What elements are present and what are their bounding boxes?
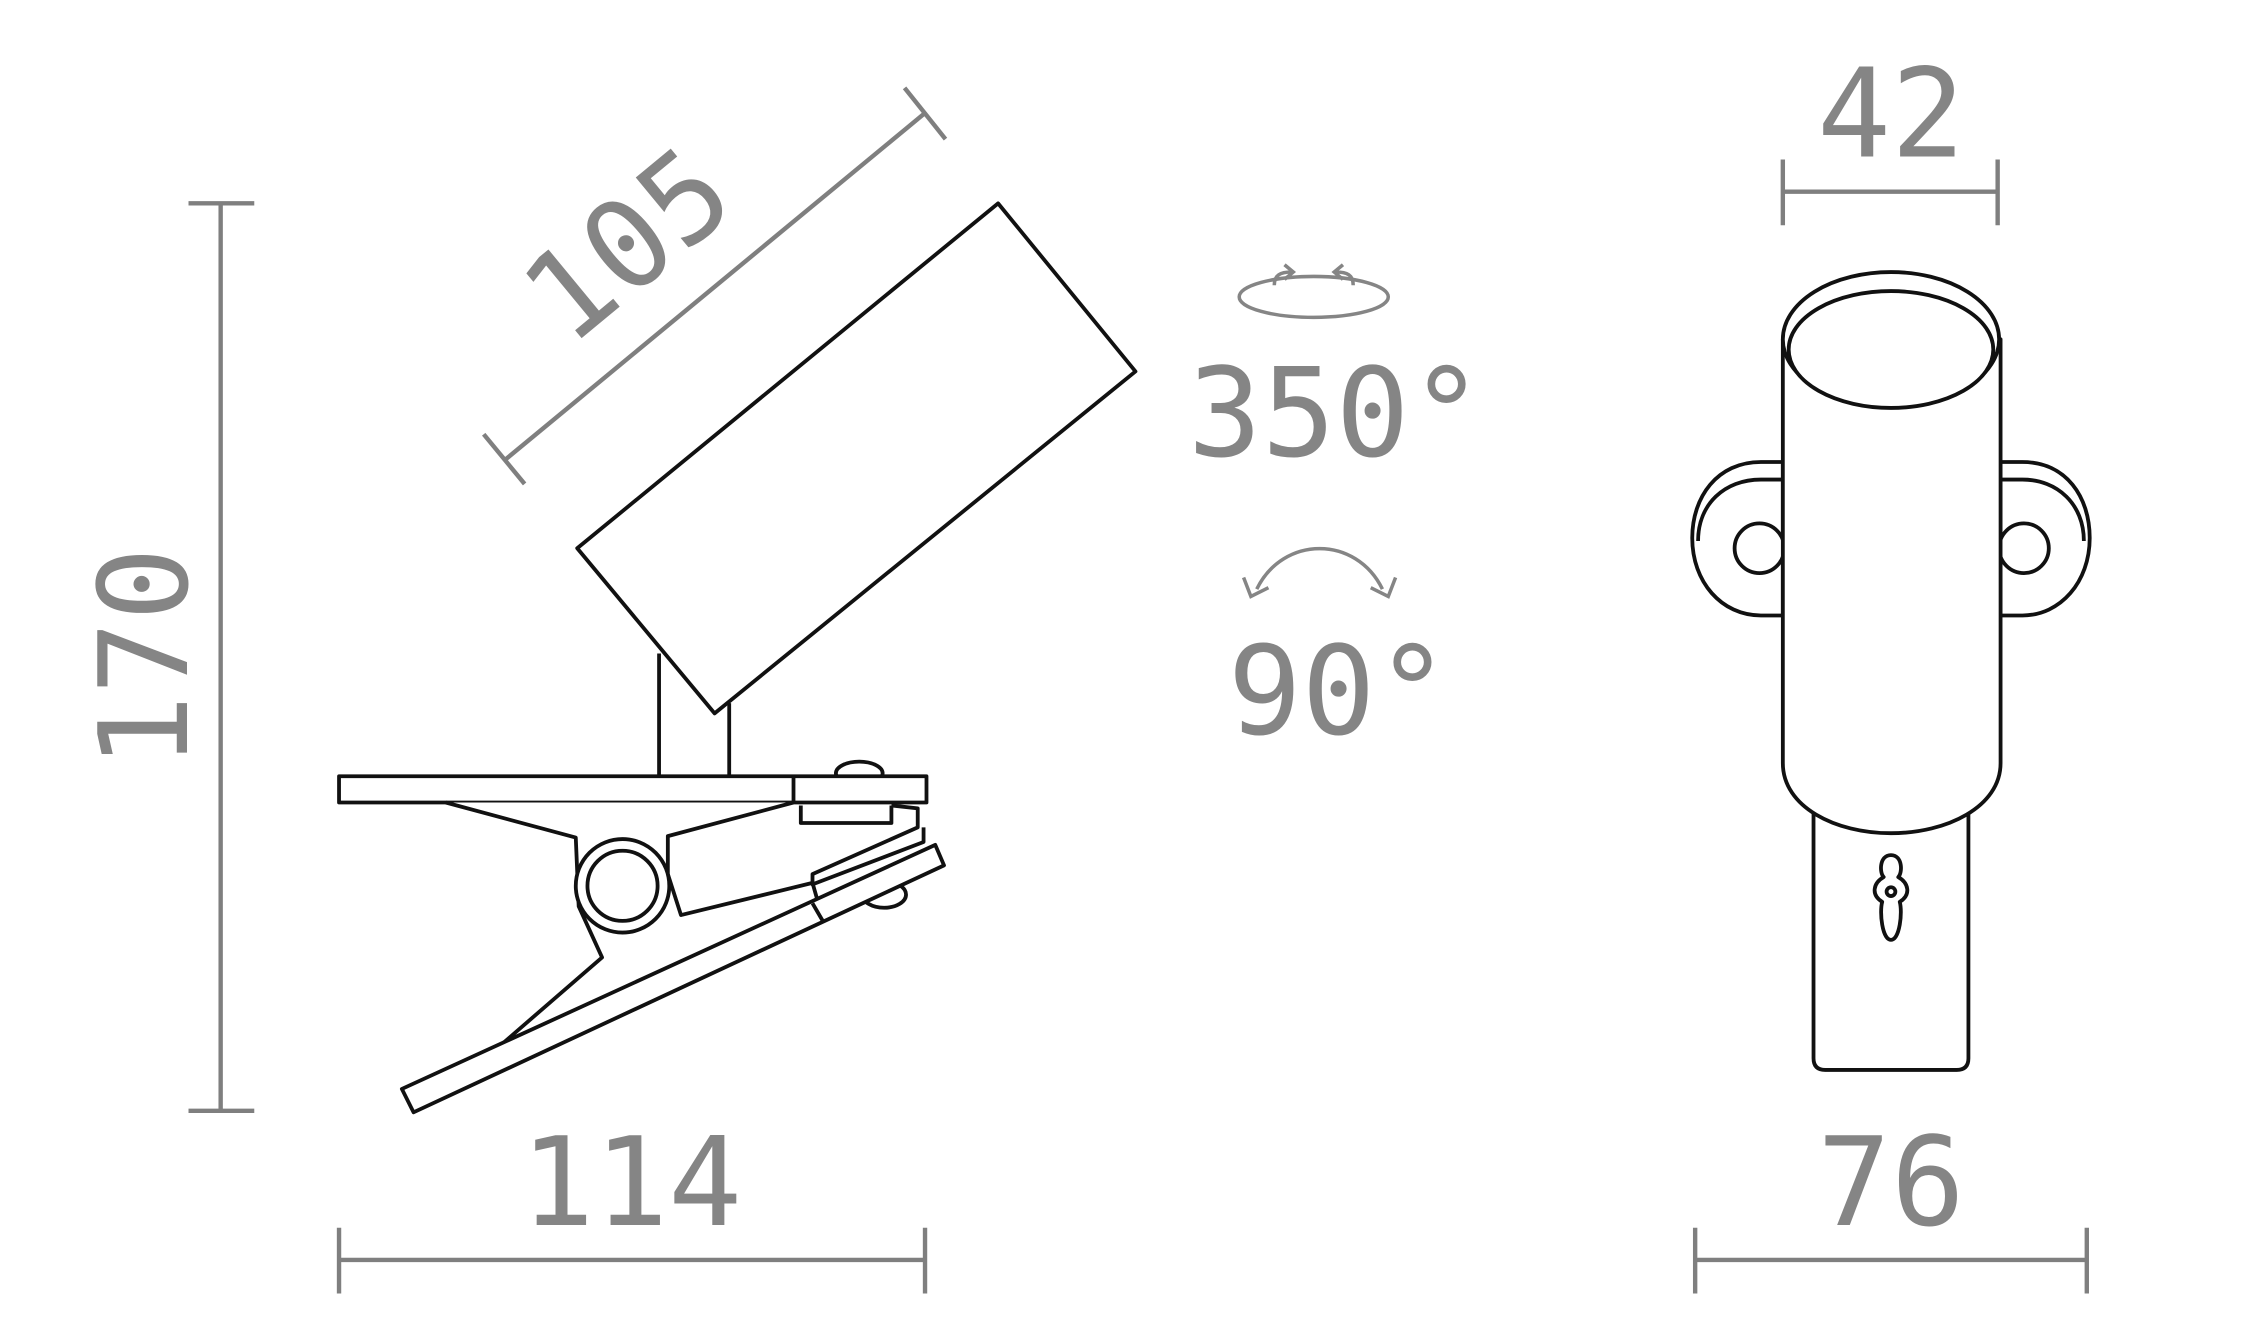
lamp-front-view	[1690, 270, 2092, 1072]
side-width-label: 114	[520, 1111, 742, 1254]
height-dimension: 170	[73, 201, 255, 1114]
width-dimension-front: 76	[1692, 1111, 2089, 1294]
tilt-rotation: 90°	[1228, 546, 1450, 763]
head-diameter-label: 42	[1817, 43, 1965, 186]
head-diameter-dimension: 42	[1780, 43, 2000, 226]
rotate-horizontal-icon	[1237, 263, 1391, 320]
tilt-rotation-label: 90°	[1228, 620, 1450, 763]
tilt-arc-icon	[1241, 546, 1398, 599]
horizontal-rotation-label: 350°	[1188, 342, 1484, 485]
lamp-side-view	[337, 201, 1138, 1115]
head-length-label: 105	[497, 119, 759, 370]
horizontal-rotation: 350°	[1188, 263, 1484, 485]
front-width-label: 76	[1817, 1111, 1965, 1254]
width-dimension-side: 114	[336, 1111, 928, 1294]
height-label: 170	[73, 547, 216, 769]
